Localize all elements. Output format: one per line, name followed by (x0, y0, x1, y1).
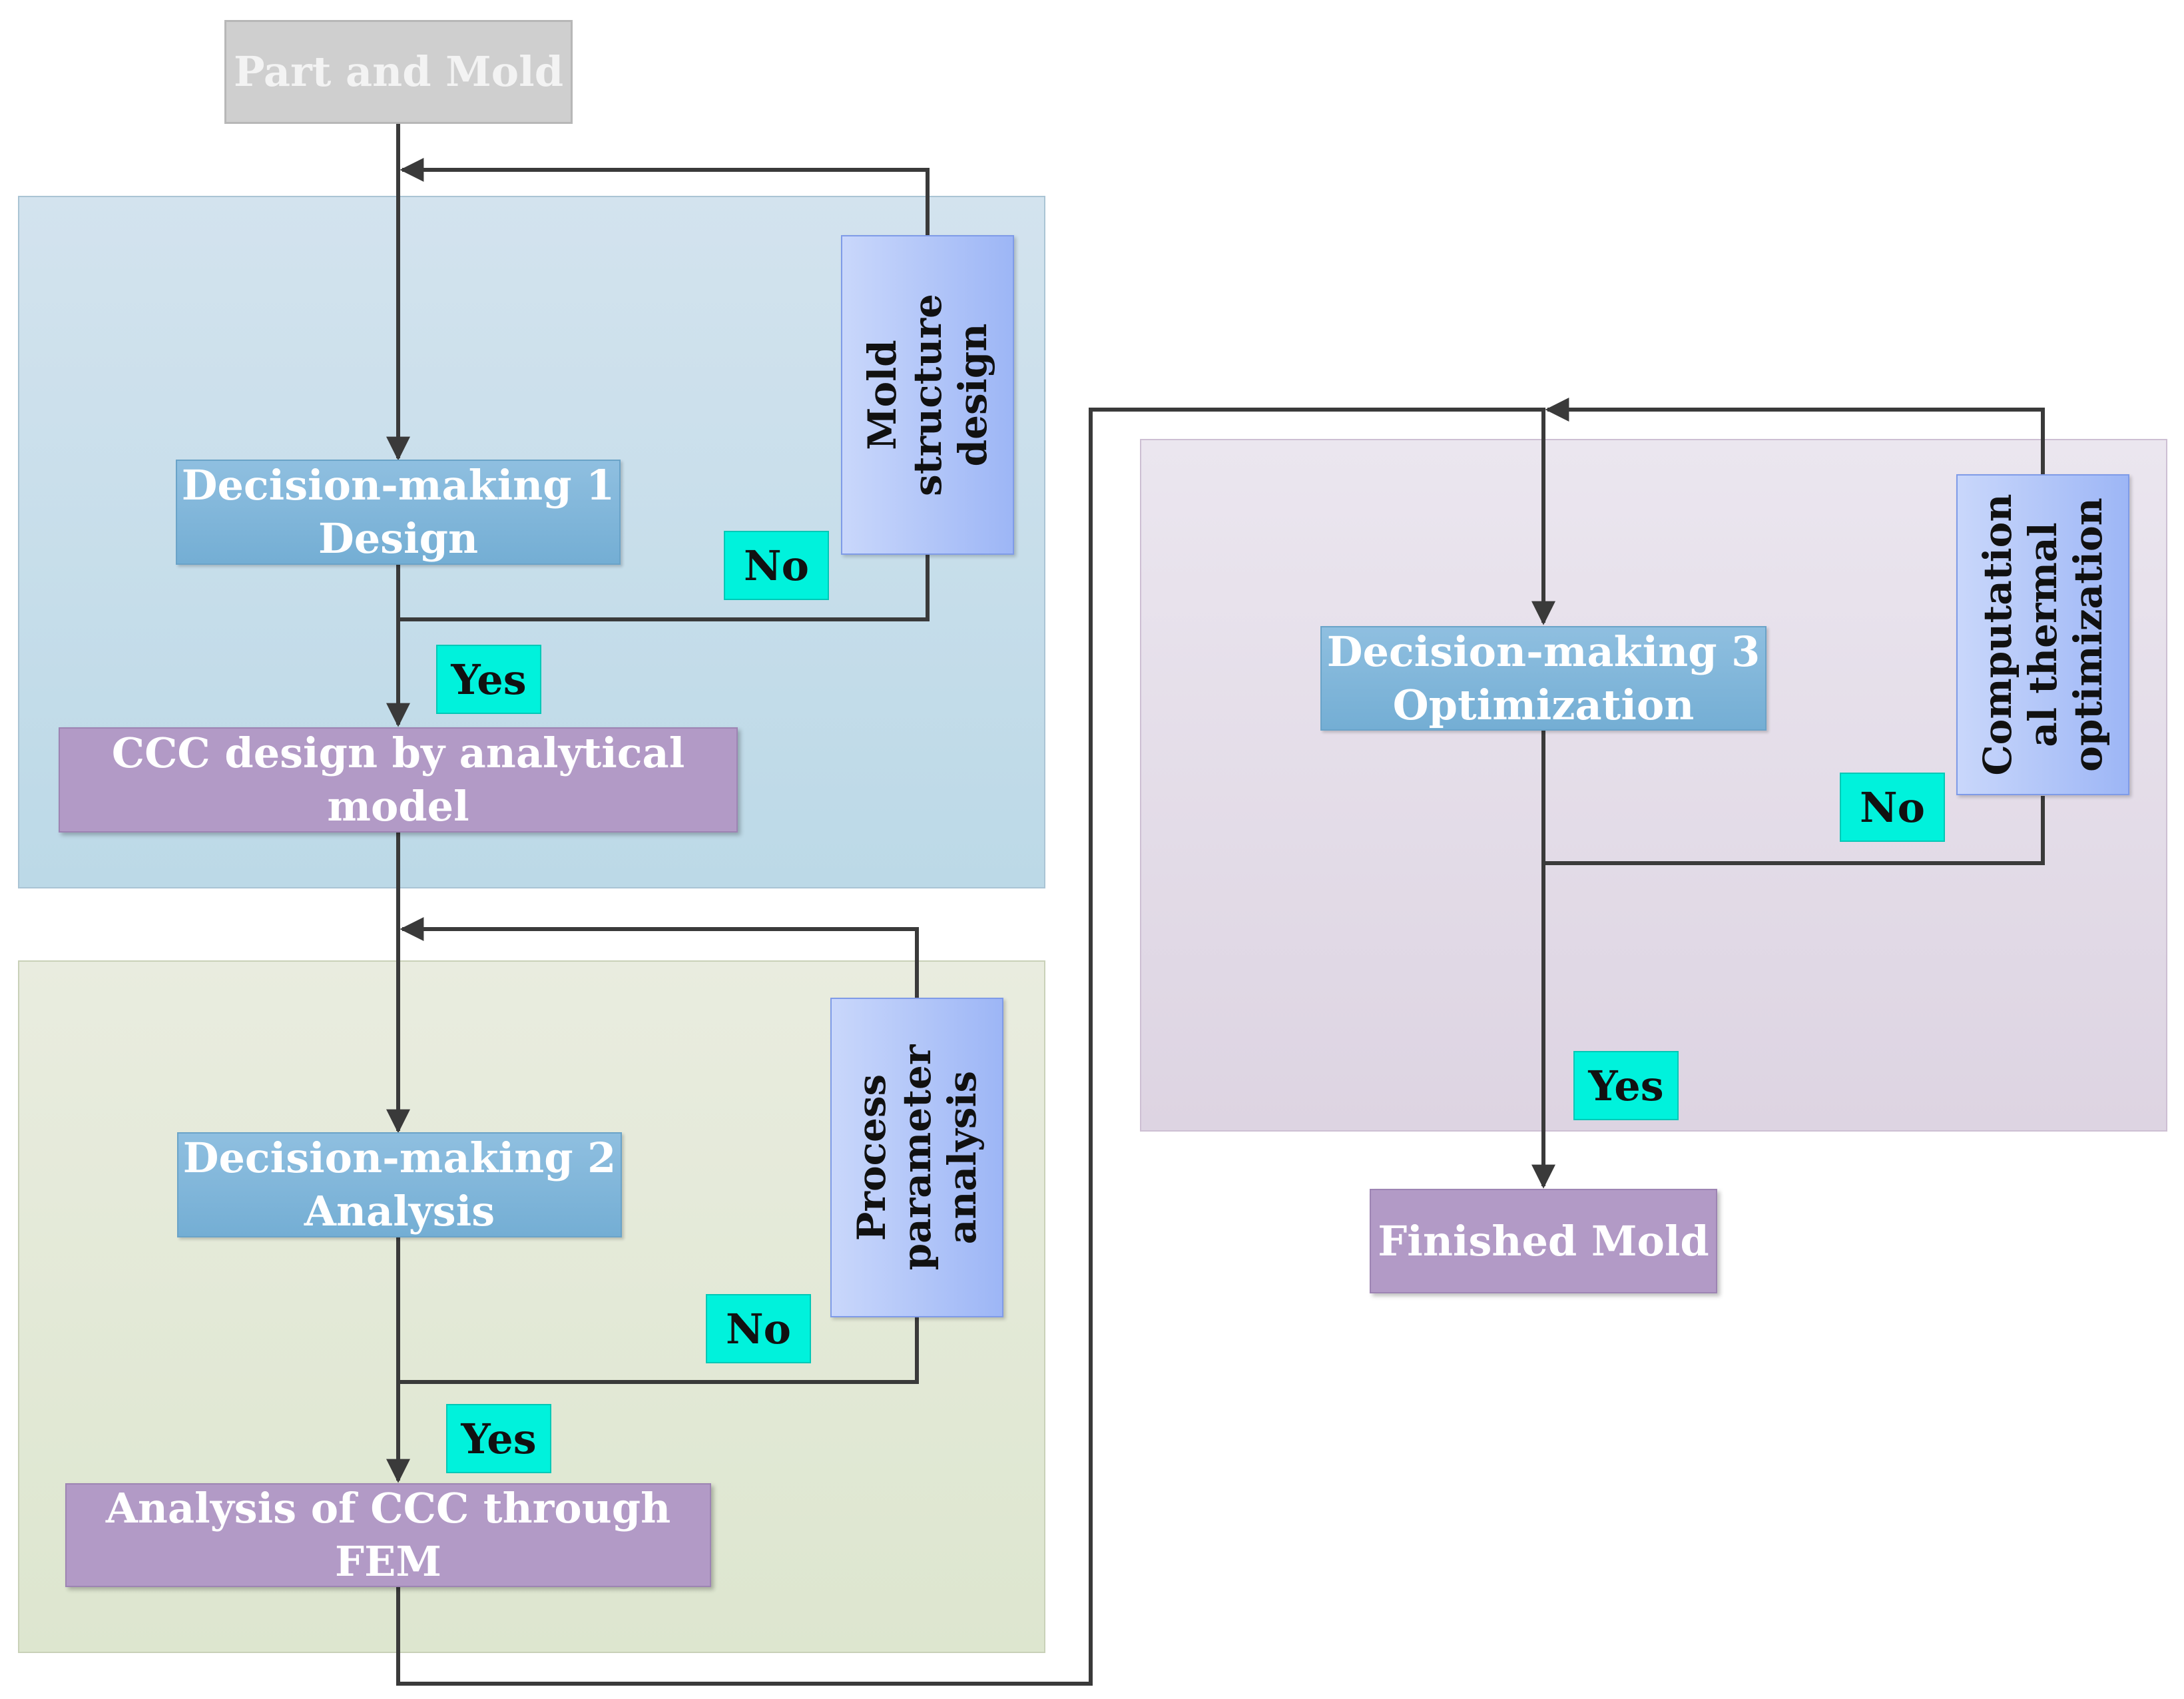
mold-structure-design-box: Mold structure design (841, 235, 1014, 555)
decision3-title: Decision-making 3 (1326, 627, 1761, 676)
thermal-opt-line1: Computation (1975, 494, 2020, 776)
yes-label-2-text: Yes (461, 1414, 537, 1463)
decision1-subtitle: Design (318, 514, 479, 563)
process-parameter-analysis-text: Process parameter analysis (849, 1045, 985, 1271)
mold-structure-line2: structure (905, 294, 950, 496)
decision2-subtitle: Analysis (304, 1187, 495, 1235)
loop-mold-structure-return (400, 158, 930, 236)
ccc-design-label: CCC design by analytical model (111, 729, 685, 831)
yes-label-1-text: Yes (451, 655, 527, 704)
process-parameter-analysis-box: Process parameter analysis (830, 998, 1003, 1317)
decision1-title: Decision-making 1 (181, 461, 615, 510)
finished-mold-label: Finished Mold (1378, 1216, 1709, 1265)
yes-label-3: Yes (1573, 1051, 1679, 1120)
ccc-analysis-label: Analysis of CCC through FEM (105, 1484, 671, 1586)
start-node-label: Part and Mold (233, 47, 564, 96)
start-node: Part and Mold (224, 20, 573, 124)
decision-node-2: Decision-making 2 Analysis (177, 1132, 622, 1237)
ccc-design-node: CCC design by analytical model (59, 727, 738, 833)
thermal-opt-line2: al thermal (2020, 522, 2065, 747)
yes-label-3-text: Yes (1588, 1061, 1664, 1110)
decision3-subtitle: Optimization (1392, 680, 1695, 729)
mold-structure-line3: design (950, 323, 995, 467)
no-label-3: No (1840, 773, 1945, 842)
decision2-title: Decision-making 2 (182, 1134, 617, 1182)
loop-process-param-return (400, 917, 919, 999)
computational-thermal-optimization-box: Computation al thermal optimization (1956, 474, 2129, 795)
yes-label-2: Yes (446, 1404, 551, 1473)
no-label-2-text: No (725, 1304, 792, 1353)
no-label-2: No (706, 1294, 811, 1363)
decision-node-1: Decision-making 1 Design (176, 460, 621, 565)
loop-thermal-opt-return (1545, 398, 2045, 475)
arrow-ccc-analysis-to-decision3 (396, 408, 1555, 1686)
mold-structure-design-text: Mold structure design (860, 294, 995, 496)
decision-node-3: Decision-making 3 Optimization (1320, 626, 1767, 731)
no-label-3-text: No (1859, 783, 1926, 832)
mold-structure-line1: Mold (860, 340, 905, 450)
loop-no-decision3 (1543, 796, 2045, 865)
finished-mold-node: Finished Mold (1370, 1189, 1717, 1293)
no-label-1: No (724, 531, 829, 600)
ccc-analysis-node: Analysis of CCC through FEM (65, 1483, 711, 1587)
loop-no-decision2 (398, 1317, 919, 1384)
process-param-line2: parameter (894, 1044, 940, 1271)
yes-label-1: Yes (436, 645, 541, 714)
loop-no-decision1 (398, 554, 930, 621)
process-param-line3: analysis (940, 1070, 985, 1245)
thermal-opt-line3: optimization (2065, 498, 2111, 772)
process-param-line1: Process (849, 1074, 894, 1241)
no-label-1-text: No (743, 541, 810, 590)
computational-thermal-optimization-text: Computation al thermal optimization (1975, 494, 2111, 776)
